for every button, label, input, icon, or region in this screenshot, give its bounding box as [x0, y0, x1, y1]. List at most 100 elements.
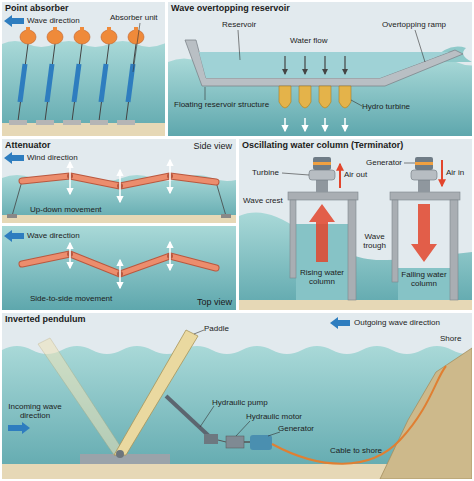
mooring-line [12, 181, 22, 216]
part-label: Rising water column [297, 268, 347, 286]
generator [250, 435, 272, 450]
shore [380, 348, 472, 479]
mooring-line [216, 182, 226, 216]
pump-body [204, 434, 218, 444]
turbine [411, 170, 437, 180]
buoy-top [80, 27, 84, 32]
base-platform [80, 454, 170, 464]
power-take-off [20, 64, 25, 102]
turbine [309, 170, 335, 180]
chamber-wall [392, 200, 398, 282]
overtopping-art [168, 2, 472, 136]
panel-title: Top view [197, 297, 232, 307]
air-duct [316, 180, 328, 192]
motion-arrow [69, 162, 71, 194]
leader-line [205, 87, 206, 100]
chamber-roof [390, 192, 460, 200]
leader-line [351, 100, 362, 106]
buoy [20, 30, 36, 44]
point-absorber-art [2, 2, 165, 136]
seabed [2, 215, 236, 223]
part-label: Floating reservoir structure [174, 100, 269, 109]
part-label: Reservoir [222, 20, 256, 29]
motion-arrow [119, 260, 121, 288]
part-label: Hydro turbine [362, 102, 410, 111]
part-label: Overtopping ramp [382, 20, 446, 29]
hydro-turbine [319, 86, 331, 108]
flow-arrow [344, 56, 345, 74]
part-label: Water flow [290, 36, 328, 45]
flow-arrow [304, 56, 305, 74]
buoy [101, 30, 117, 44]
panel: Oscillating water column (Terminator) [239, 139, 472, 310]
seabed-base [9, 120, 27, 125]
pivot [116, 450, 124, 458]
paddle [114, 330, 198, 455]
tether [72, 44, 82, 121]
part-label: Wave direction [27, 231, 80, 240]
power-take-off [74, 64, 79, 102]
part-label: Absorber unit [110, 13, 158, 22]
reservoir-water [199, 52, 449, 78]
air-out-arrow [339, 164, 341, 188]
view-label: Side view [193, 141, 232, 151]
panel: Point absorber [2, 2, 165, 136]
air-duct [418, 180, 430, 192]
panel-title: Point absorber [5, 3, 69, 13]
buoy [74, 30, 90, 44]
attenuator-body [22, 254, 216, 274]
part-label: Wave trough [359, 232, 390, 250]
sea [2, 41, 165, 136]
outflow-arrow [324, 118, 326, 131]
part-label: Incoming wave direction [6, 402, 64, 420]
part-label: Wave direction [27, 16, 80, 25]
direction-arrow [4, 230, 24, 242]
falling-arrow [411, 204, 437, 262]
buoy-top [26, 27, 30, 32]
seabed-base [36, 120, 54, 125]
hydro-turbine [279, 86, 291, 108]
motion-arrow [169, 242, 171, 270]
power-take-off [128, 64, 133, 102]
reservoir-hull [185, 40, 463, 86]
direction-arrow [4, 15, 24, 27]
outflow-arrow [304, 118, 306, 131]
chamber-roof [288, 192, 358, 200]
part-label: Shore [440, 334, 461, 343]
attenuator-side-art [2, 139, 236, 223]
direction-arrow [4, 152, 24, 164]
buoy-top [53, 27, 57, 32]
part-label: Turbine [252, 168, 279, 177]
flow-arrow [324, 56, 325, 74]
panel-title: Inverted pendulum [5, 314, 86, 324]
hydraulic-motor [226, 436, 244, 448]
leader-line [415, 30, 425, 62]
part-label: Falling water column [399, 270, 449, 288]
part-label: Cable to shore [330, 446, 382, 455]
hydro-turbine [299, 86, 311, 108]
attenuator-body [22, 254, 216, 274]
pendulum-art [2, 313, 472, 479]
air-chamber [398, 200, 450, 268]
part-label: Wave crest [243, 196, 283, 205]
sea [2, 175, 236, 223]
part-label: Wind direction [27, 153, 78, 162]
rising-arrow [309, 204, 335, 262]
motion-arrow [119, 170, 121, 202]
chamber-wall [348, 200, 356, 300]
outflow-arrow [284, 118, 286, 131]
panel-background [239, 139, 472, 310]
seabed-base [63, 120, 81, 125]
leader-line [238, 30, 240, 60]
hydraulic-pipe [218, 440, 226, 442]
part-label: Up-down movement [30, 205, 102, 214]
anchor [221, 214, 231, 218]
power-take-off [101, 64, 106, 102]
part-label: Paddle [204, 324, 229, 333]
leader-line [194, 330, 204, 334]
buoy-top [107, 27, 111, 32]
water-column [398, 268, 450, 300]
paddle-ghost [38, 338, 126, 455]
